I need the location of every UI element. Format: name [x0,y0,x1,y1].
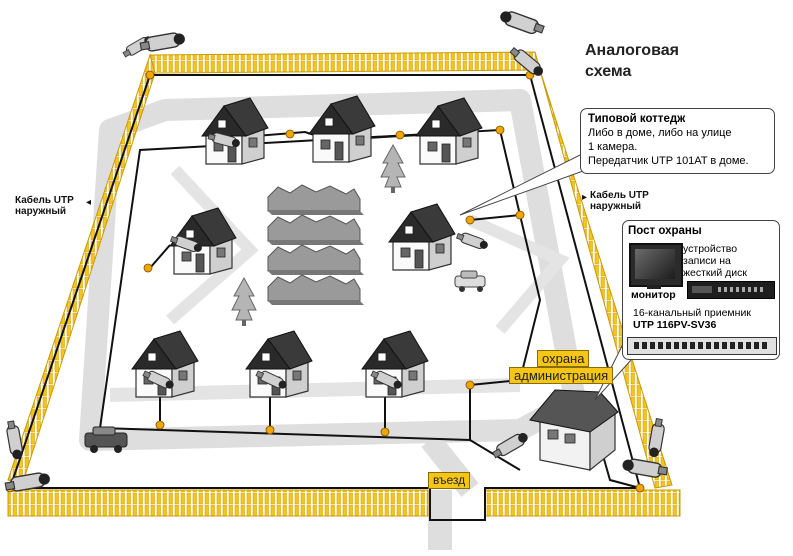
security-post-heading: Пост охраны [628,225,702,237]
recorder-caption: устройство записи на жесткий диск [683,243,747,279]
monitor-icon [629,243,683,287]
cottage-callout: Типовой коттедж Либо в доме, либо на ули… [580,108,775,174]
hdd-recorder-icon [687,281,775,299]
camera-icon [138,30,187,54]
title-line-1: Аналоговая [585,42,679,59]
hedges [267,184,365,306]
admin-tag: администрация [509,367,614,384]
camera-icon [4,419,25,461]
car-1 [84,426,128,453]
camera-icon [497,7,546,38]
cable-label-right: Кабель UTP наружный [590,190,649,212]
receiver-caption: 16-канальный приемник UTP 116PV-SV36 [633,307,751,331]
security-post-panel: Пост охраны устройство записи на жесткий… [622,220,780,360]
entry-tag: въезд [428,472,471,489]
cable-arrow-right: ▸ [582,192,587,203]
diagram-title: Аналоговая схема [585,40,679,82]
cable-label-left: Кабель UTP наружный [15,195,74,217]
cottage-callout-heading: Типовой коттедж [588,113,686,125]
title-line-2: схема [585,63,632,80]
guard-tag: охрана [537,350,590,367]
monitor-caption: монитор [631,289,676,301]
cable-arrow-left: ◂ [86,197,91,208]
admin-building [529,389,619,472]
car-2 [454,270,486,292]
fence [7,51,681,517]
utp-receiver-icon [627,337,777,355]
